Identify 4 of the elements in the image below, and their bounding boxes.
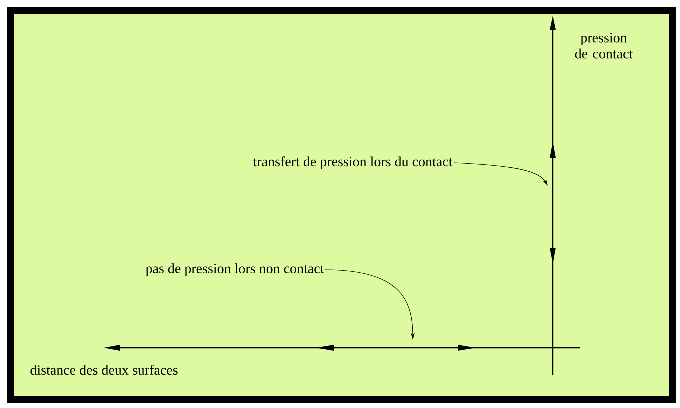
annotation-text: transfert de pression lors du contact (253, 156, 453, 170)
annotation-text: pas de pression lors non contact (146, 264, 324, 276)
axis-label: distance des deux surfaces (30, 365, 178, 375)
axis-label: pression de contact (575, 33, 634, 59)
